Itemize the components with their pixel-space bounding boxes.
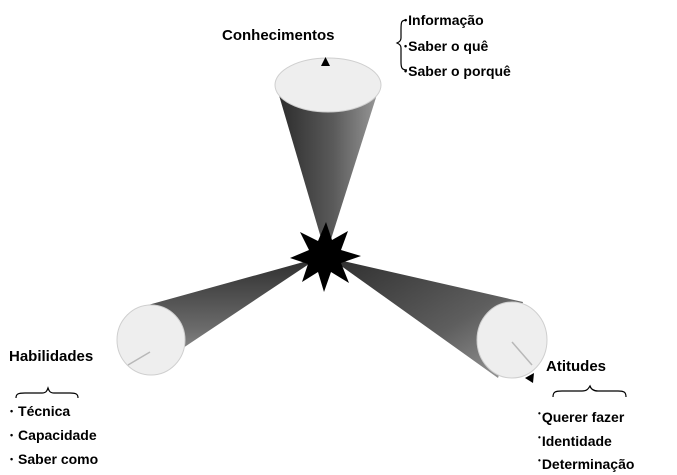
skills-item-know-how: • Saber como — [10, 451, 99, 467]
knowledge-item-what: •Saber o quê — [404, 38, 489, 54]
knowledge-arrow-icon — [321, 57, 330, 66]
attitudes-cone — [330, 258, 548, 379]
knowledge-item-why: •Saber o porquê — [404, 63, 511, 79]
bullet-icon: • — [10, 406, 14, 416]
attitudes-title: Atitudes — [546, 358, 606, 375]
bullet-icon: • — [538, 409, 541, 418]
knowledge-item-information: •Informação — [404, 12, 484, 28]
bullet-icon: • — [10, 430, 14, 440]
skills-title: Habilidades — [9, 348, 94, 365]
bullet-icon: • — [538, 433, 541, 442]
bullet-icon: • — [538, 456, 541, 465]
bullet-icon: • — [404, 66, 408, 76]
skills-item-capacity: • Capacidade — [10, 427, 97, 443]
attitudes-brace — [552, 384, 627, 398]
knowledge-title: Conhecimentos — [222, 27, 335, 44]
bullet-icon: • — [404, 15, 408, 25]
skills-cone — [116, 258, 318, 376]
center-star-icon — [290, 222, 361, 292]
attitudes-item-identity: •Identidade — [538, 433, 612, 449]
knowledge-brace — [395, 19, 408, 71]
attitudes-item-willing: •Querer fazer — [538, 409, 625, 425]
bullet-icon: • — [10, 454, 14, 464]
bullet-icon: • — [404, 41, 408, 51]
attitudes-item-determination: •Determinação — [538, 456, 635, 472]
attitudes-arrow-icon — [525, 373, 534, 383]
skills-brace — [15, 386, 79, 399]
skills-item-technique: • Técnica — [10, 403, 71, 419]
knowledge-cone — [274, 57, 382, 255]
